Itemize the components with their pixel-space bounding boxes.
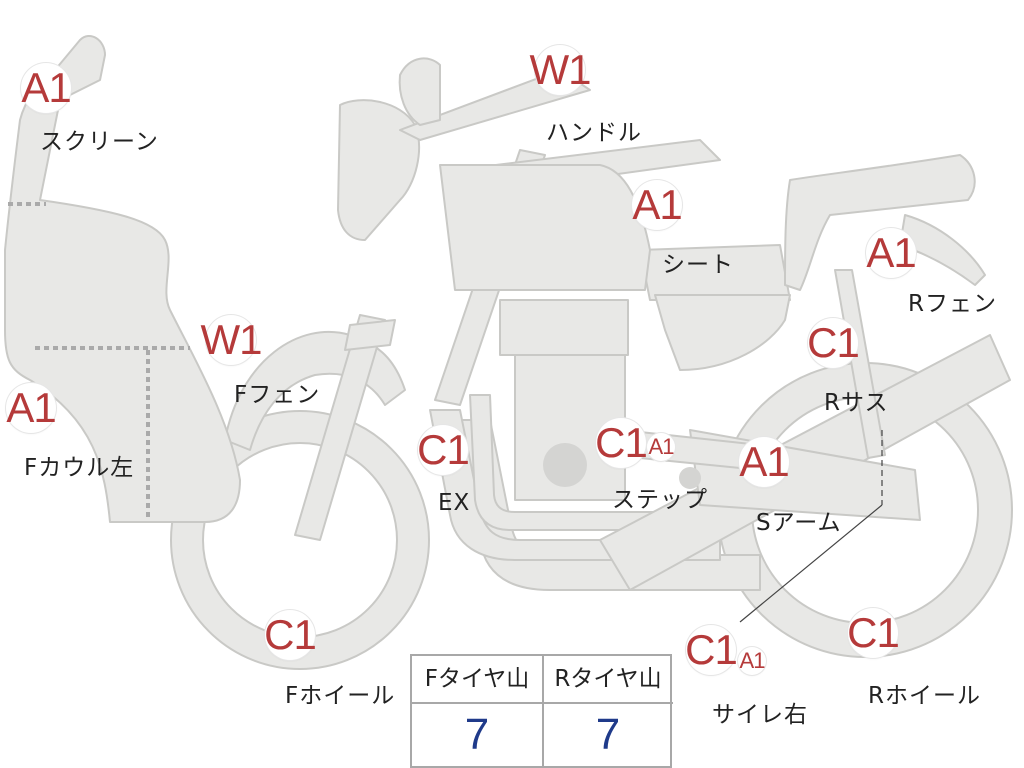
rear-fender-shape (899, 214, 986, 286)
tire-tread-table: Fタイヤ山 7 Rタイヤ山 7 (410, 654, 673, 768)
rear-wheel-label: Rホイール (868, 683, 981, 709)
silencer-label: サイレ右 (712, 702, 808, 728)
fuel-tank-shape (439, 164, 651, 291)
handle-label: ハンドル (546, 120, 642, 146)
rear-tire-column: Rタイヤ山 7 (543, 656, 673, 766)
engine-head-shape (499, 299, 629, 356)
rear-fender-rating-marker: A1 (866, 228, 917, 278)
swing-arm-rating-marker: A1 (739, 437, 790, 487)
rear-tire-header: Rタイヤ山 (543, 656, 673, 704)
step-label: ステップ (612, 487, 708, 513)
rear-suspension-shape (834, 269, 886, 459)
screen-rating-marker: A1 (21, 63, 72, 113)
seat-label: シート (662, 252, 734, 278)
seat-shape (784, 154, 976, 291)
exhaust-rating-marker: C1 (417, 425, 470, 475)
front-wheel-rating-marker: C1 (264, 610, 317, 660)
front-fender-label: Fフェン (234, 382, 321, 408)
front-cowl-left-rating-marker: A1 (6, 383, 57, 433)
screen-label: スクリーン (40, 129, 159, 155)
handle-rating-marker: W1 (529, 45, 592, 95)
seat-rating-marker: A1 (632, 180, 683, 230)
front-tire-column: Fタイヤ山 7 (412, 656, 544, 766)
front-cowl-left-label: Fカウル左 (24, 455, 135, 481)
rear-wheel-rating-marker: C1 (847, 608, 900, 658)
rear-suspension-label: Rサス (824, 390, 889, 416)
front-cowl-shape (4, 35, 241, 523)
silencer-secondary-rating-marker: A1 (738, 647, 766, 675)
front-fender-rating-marker: W1 (200, 315, 263, 365)
step-rating-marker: C1 (595, 418, 648, 468)
silencer-rating-marker: C1 (685, 625, 738, 675)
swing-arm-label: Sアーム (756, 510, 842, 536)
rear-fender-label: Rフェン (908, 291, 997, 317)
step-secondary-rating-marker: A1 (647, 433, 675, 461)
rear-tire-value: 7 (595, 710, 621, 759)
front-fork-shape (294, 314, 386, 541)
front-wheel-label: Fホイール (285, 683, 396, 709)
front-tire-value: 7 (464, 710, 490, 759)
exhaust-label: EX (438, 490, 471, 516)
front-tire-header: Fタイヤ山 (412, 656, 542, 704)
rear-suspension-rating-marker: C1 (807, 318, 860, 368)
